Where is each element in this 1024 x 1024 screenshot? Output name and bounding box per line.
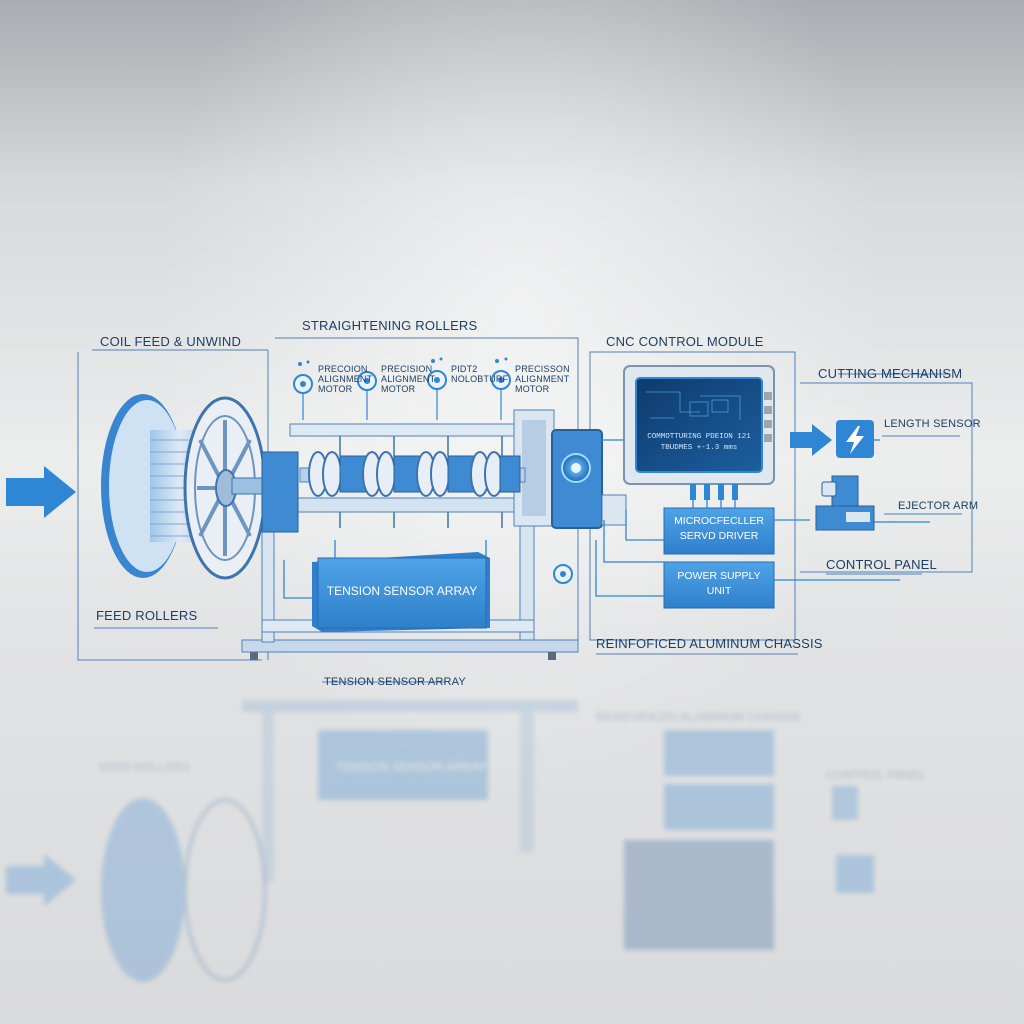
electronics-blocks bbox=[663, 507, 775, 609]
lightning-icon bbox=[836, 420, 874, 458]
drive-unit bbox=[551, 429, 627, 584]
gear-icon bbox=[427, 357, 447, 390]
motor-2-line-3: MOTOR bbox=[381, 384, 416, 394]
feed-arrow-icon bbox=[6, 466, 76, 518]
wiring bbox=[283, 439, 930, 599]
coil-feed-label: COIL FEED & UNWIND bbox=[100, 334, 242, 349]
motor-label-1: PRECOION ALIGNMENT MOTOR bbox=[318, 364, 372, 394]
motor-1-line-3: MOTOR bbox=[318, 384, 353, 394]
control-panel-label: CONTROL PANEL bbox=[826, 557, 937, 572]
tension-sensor-box bbox=[312, 552, 490, 632]
cnc-control-module-label: CNC CONTROL MODULE bbox=[606, 334, 764, 349]
gear-icon bbox=[293, 360, 313, 394]
ejector-arm-label: EJECTOR ARM bbox=[898, 500, 979, 512]
motor-1-line-2: ALIGNMENT bbox=[318, 374, 373, 384]
motor-2-line-1: PRECISION bbox=[381, 364, 433, 374]
motor-4-line-3: MOTOR bbox=[515, 384, 550, 394]
label-leaders bbox=[322, 373, 962, 683]
psu-line-1: POWER SUPPLY bbox=[677, 570, 761, 582]
coil-spool bbox=[101, 394, 267, 580]
motor-3-line-2: NOLOBTURF bbox=[451, 374, 509, 384]
motor-label-4: PRECISSON ALIGNMENT MOTOR bbox=[515, 364, 570, 394]
motor-label-2: PRECISION ALIGNMENT MOTOR bbox=[381, 364, 435, 394]
psu-label: POWER SUPPLY UNIT bbox=[664, 569, 774, 599]
motor-4-line-1: PRECISSON bbox=[515, 364, 570, 374]
motor-badges bbox=[293, 357, 511, 420]
motor-2-line-2: ALIGNMENT bbox=[381, 374, 436, 384]
tension-caption-label: TENSION SENSOR ARRAY bbox=[324, 676, 466, 688]
motor-label-3: PIDT2 NOLOBTURF bbox=[451, 364, 508, 384]
length-sensor-label: LENGTH SENSOR bbox=[884, 418, 981, 430]
motor-3-line-1: PIDT2 bbox=[451, 364, 478, 374]
cnc-screen-readout: COMMOTTURING PDEION 121 TBUDMES +-1.3 mm… bbox=[640, 432, 758, 454]
motor-4-line-2: ALIGNMENT bbox=[515, 374, 570, 384]
roller-pairs bbox=[299, 436, 526, 528]
screen-line-2: TBUDMES +-1.3 mms bbox=[660, 444, 738, 452]
ejector-arm-part bbox=[815, 475, 875, 531]
tension-box-label: TENSION SENSOR ARRAY bbox=[326, 584, 478, 598]
feed-rollers-label: FEED ROLLERS bbox=[96, 608, 198, 623]
gear-icon bbox=[491, 357, 511, 390]
micro-line-1: MICROCFECLLER bbox=[674, 515, 764, 527]
psu-line-2: UNIT bbox=[706, 585, 732, 597]
cutting-mechanism-label: CUTTING MECHANISM bbox=[818, 366, 963, 381]
motor-1-line-1: PRECOION bbox=[318, 364, 368, 374]
gear-icon bbox=[357, 371, 377, 391]
micro-line-2: SERVD DRIVER bbox=[679, 530, 759, 542]
screen-line-1: COMMOTTURING PDEION 121 bbox=[647, 433, 751, 441]
cnc-monitor bbox=[623, 365, 775, 500]
chassis-label: REINFOFICED ALUMINUM CHASSIS bbox=[596, 636, 823, 651]
straightening-rollers-label: STRAIGHTENING ROLLERS bbox=[302, 318, 478, 333]
cut-arrow-icon bbox=[790, 424, 832, 456]
microcontroller-label: MICROCFECLLER SERVD DRIVER bbox=[664, 514, 774, 544]
